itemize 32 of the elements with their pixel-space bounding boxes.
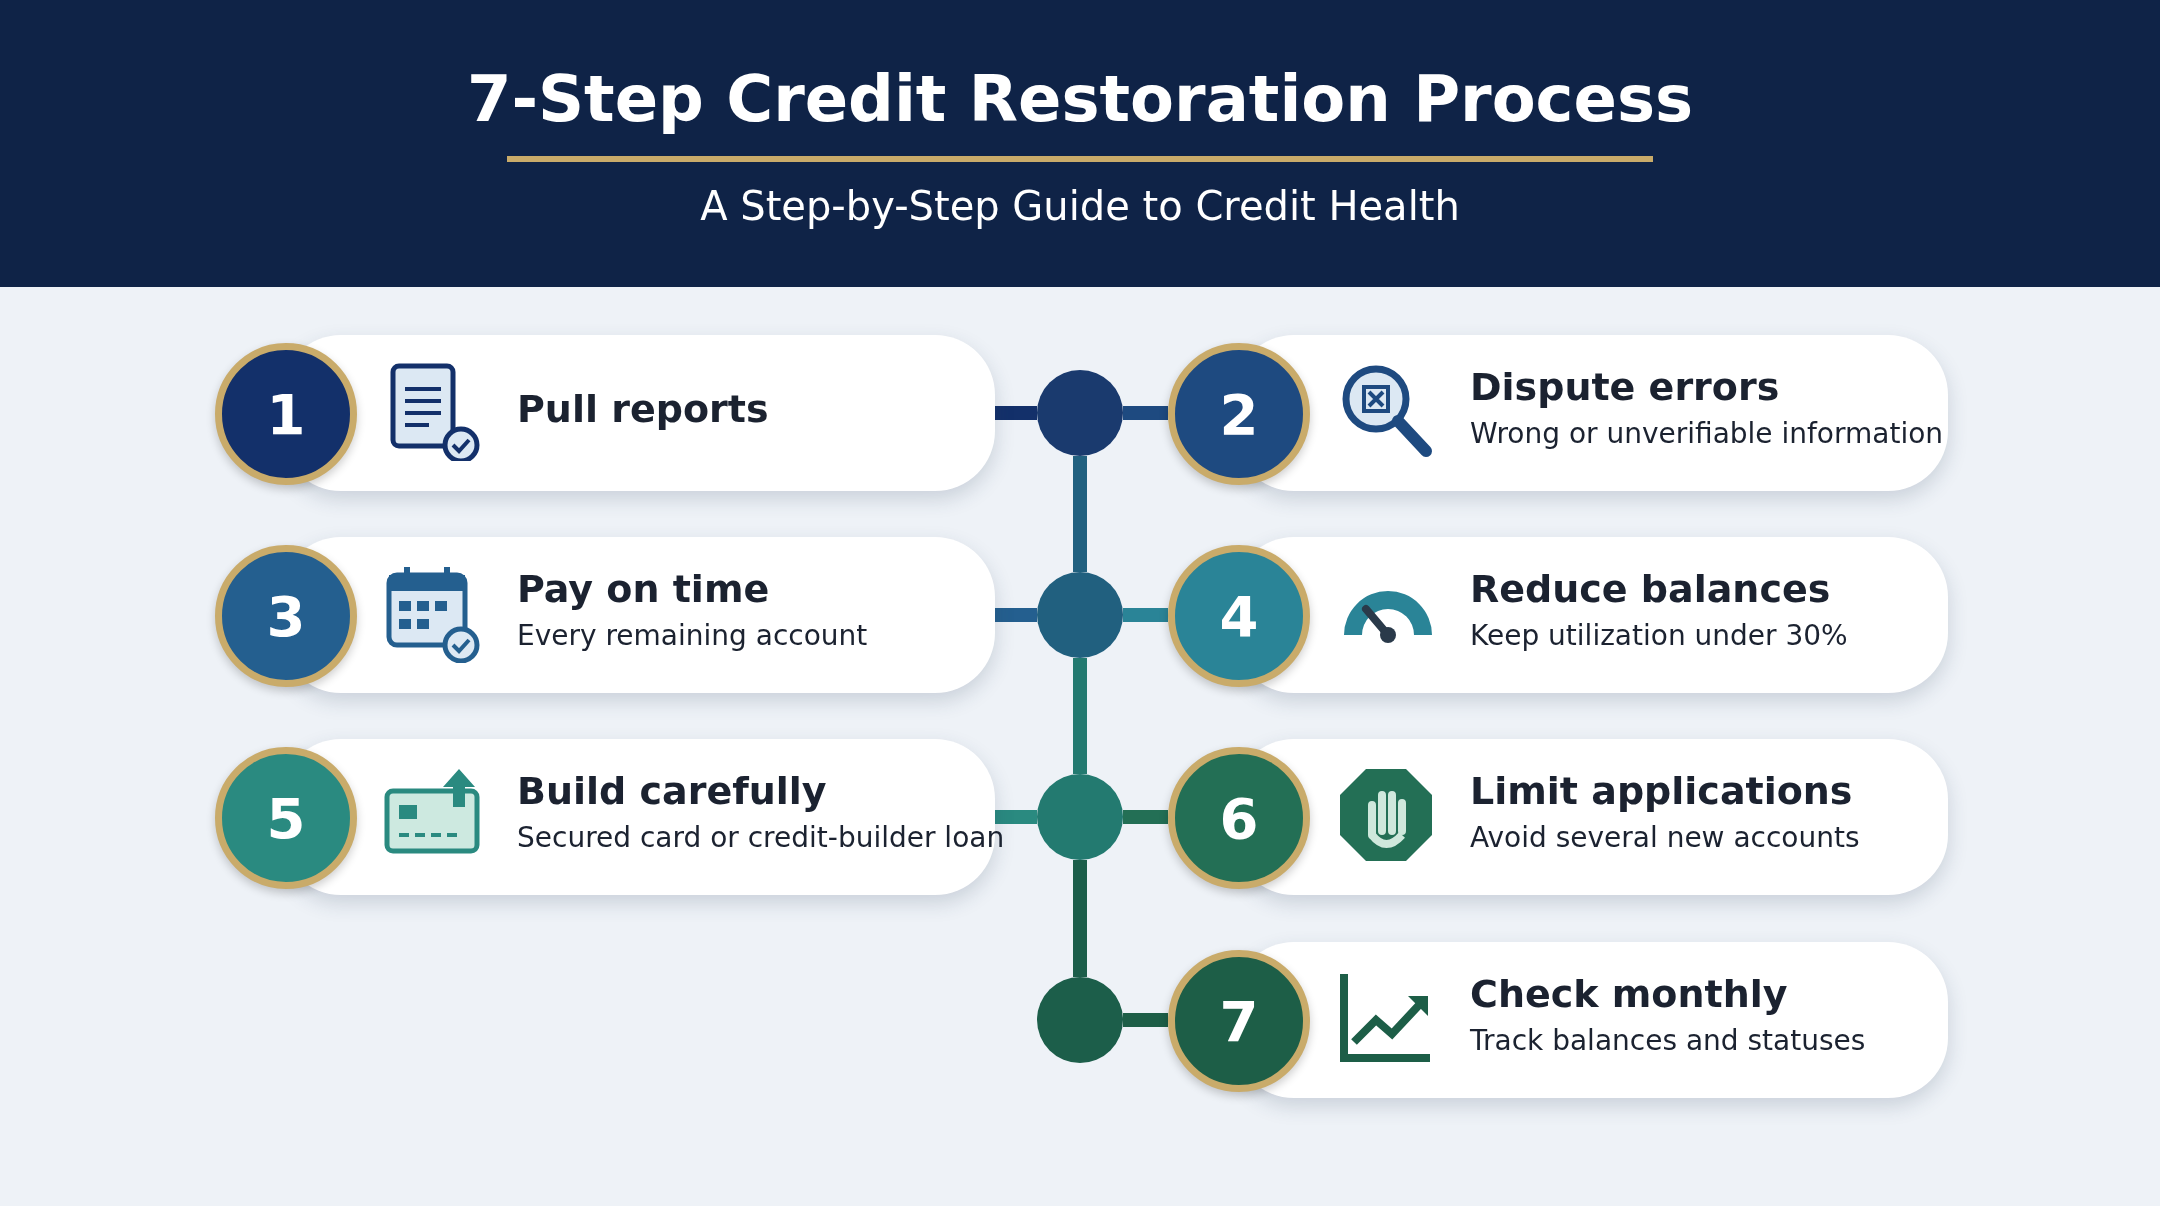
step-title: Dispute errors [1470, 365, 1780, 409]
step-number: 6 [1168, 747, 1310, 889]
step-title: Check monthly [1470, 972, 1788, 1016]
connector-line [1123, 1013, 1168, 1027]
step-description: Avoid several new accounts [1470, 821, 1860, 854]
connector-line [1123, 406, 1168, 420]
step-number: 4 [1168, 545, 1310, 687]
step-number: 1 [215, 343, 357, 485]
step-number: 5 [215, 747, 357, 889]
step-title: Pay on time [517, 567, 770, 611]
connector-line [1073, 658, 1087, 774]
connector-line [995, 810, 1037, 824]
step-number: 3 [215, 545, 357, 687]
connector-line [1073, 456, 1087, 572]
step-number: 2 [1168, 343, 1310, 485]
step-description: Secured card or credit-builder loan [517, 821, 1005, 854]
connector-line [995, 608, 1037, 622]
connector-line [995, 406, 1037, 420]
subtitle: A Step-by-Step Guide to Credit Health [699, 183, 1461, 229]
step-title: Limit applications [1470, 769, 1853, 813]
step-title: Build carefully [517, 769, 827, 813]
step-number: 7 [1168, 950, 1310, 1092]
step-description: Wrong or unverifiable information [1470, 417, 1944, 450]
step-title: Pull reports [517, 387, 769, 431]
title: 7-Step Credit Restoration Process [465, 62, 1695, 136]
connector-line [1123, 810, 1168, 824]
step-description: Every remaining account [517, 619, 868, 652]
step-title: Reduce balances [1470, 567, 1831, 611]
step-description: Keep utilization under 30% [1470, 619, 1848, 652]
step-description: Track balances and statuses [1470, 1024, 1866, 1057]
connector-line [1123, 608, 1168, 622]
connector-line [1073, 860, 1087, 977]
